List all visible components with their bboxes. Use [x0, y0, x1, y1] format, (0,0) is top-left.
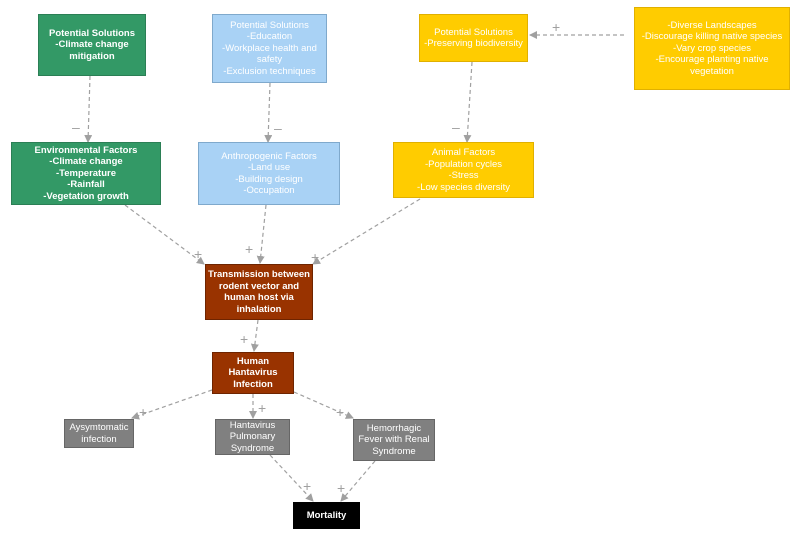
transmission-box[interactable]: Transmission between rodent vector and h… [205, 264, 313, 320]
edge-anthropogenic-to-transmission [256, 204, 267, 264]
node-text-line: Hantavirus [229, 419, 276, 431]
edge-polarity-sign: – [274, 120, 282, 136]
edge-climate-solution-to-environmental-factors [84, 75, 93, 143]
edge-polarity-sign: + [139, 404, 147, 420]
edge-polarity-sign: + [311, 249, 319, 265]
node-text-line: -Preserving biodiversity [424, 38, 523, 49]
node-text-line: Syndrome [230, 442, 275, 454]
edge-polarity-sign: + [337, 480, 345, 496]
node-text-line: Animal Factors [431, 147, 496, 158]
node-text-line: human host via [224, 292, 294, 303]
node-text-line: Syndrome [372, 445, 416, 457]
edge-polarity-sign: + [240, 331, 248, 347]
edge-polarity-sign: + [552, 19, 560, 35]
node-text-line: Aysymtomatic [69, 422, 129, 433]
node-text-line: -Discourage killing native species [641, 31, 783, 43]
node-text-line: rodent vector and [218, 280, 300, 292]
node-text-line: Anthropogenic Factors [221, 150, 317, 162]
edge-polarity-sign: + [245, 241, 253, 257]
node-text-line: mitigation [69, 50, 115, 62]
node-text-line: -Population cycles [424, 158, 503, 170]
node-text-line: -Vary crop species [673, 42, 751, 54]
edge-animal-to-transmission [312, 198, 421, 265]
edge-environmental-to-transmission [124, 204, 205, 265]
node-text-line: -Education [246, 31, 293, 43]
node-text-line: Mortality [306, 509, 347, 521]
edge-infection-to-renal-syndrome [293, 391, 354, 419]
edge-polarity-sign: + [258, 400, 266, 416]
node-text-line: -Climate change [55, 39, 129, 51]
edge-pulmonary-syndrome-to-mortality [269, 454, 314, 502]
node-text-line: Hemorrhagic [366, 422, 422, 434]
human-infection-box[interactable]: Human Hantavirus Infection [212, 352, 294, 394]
node-text-line: -Stress [448, 170, 479, 181]
node-text-line: -Vegetation growth [43, 190, 129, 202]
node-text-line: -Exclusion techniques [223, 65, 316, 77]
node-text-line: Potential Solutions [48, 27, 136, 39]
node-text-line: Potential Solutions [230, 19, 309, 31]
node-text-line: -Occupation [243, 185, 295, 196]
node-text-line: Human [236, 355, 270, 367]
edge-education-solution-to-anthropogenic-factors [264, 82, 273, 143]
edge-transmission-to-infection [250, 319, 259, 352]
node-text-line: safety [256, 54, 283, 66]
asymptomatic-infection-box[interactable]: Aysymtomatic infection [64, 419, 134, 448]
renal-syndrome-box[interactable]: Hemorrhagic Fever with Renal Syndrome [353, 419, 435, 461]
node-text-line: -Temperature [55, 167, 116, 179]
edge-infection-to-asymptomatic [131, 389, 213, 420]
node-text-line: infection [81, 433, 117, 445]
environmental-factors-box[interactable]: Environmental Factors -Climate change -T… [11, 142, 161, 205]
edge-polarity-sign: + [303, 478, 311, 494]
potential-solutions-education-box[interactable]: Potential Solutions -Education -Workplac… [212, 14, 327, 83]
mortality-box[interactable]: Mortality [293, 502, 360, 529]
node-text-line: -Encourage planting native [655, 54, 769, 66]
pulmonary-syndrome-box[interactable]: Hantavirus Pulmonary Syndrome [215, 419, 290, 455]
node-text-line: -Diverse Landscapes [667, 19, 757, 31]
node-text-line: -Low species diversity [417, 181, 510, 193]
edge-polarity-sign: + [194, 246, 202, 262]
node-text-line: vegetation [690, 65, 734, 77]
potential-solutions-biodiversity-box[interactable]: Potential Solutions -Preserving biodiver… [419, 14, 528, 62]
edge-polarity-sign: + [336, 404, 344, 420]
node-text-line: Potential Solutions [434, 26, 513, 38]
node-text-line: -Building design [235, 173, 303, 185]
node-text-line: Environmental Factors [34, 144, 138, 156]
edge-polarity-sign: – [452, 119, 460, 135]
node-text-line: -Climate change [49, 156, 123, 168]
node-text-line: -Workplace health and [222, 42, 317, 54]
edge-biodiversity-solution-to-animal-factors [463, 61, 473, 143]
node-text-line: Infection [233, 378, 273, 390]
node-text-line: Fever with Renal [358, 434, 430, 446]
node-text-line: Pulmonary [229, 431, 276, 443]
node-text-line: -Rainfall [67, 179, 105, 191]
animal-factors-box[interactable]: Animal Factors -Population cycles -Stres… [393, 142, 534, 198]
edge-renal-syndrome-to-mortality [340, 460, 376, 502]
landscape-strategies-box[interactable]: -Diverse Landscapes -Discourage killing … [634, 7, 790, 90]
node-text-line: inhalation [236, 303, 282, 315]
edge-polarity-sign: – [72, 119, 80, 135]
node-text-line: Hantavirus [228, 367, 278, 379]
potential-solutions-climate-box[interactable]: Potential Solutions -Climate change miti… [38, 14, 146, 76]
node-text-line: Transmission between [208, 269, 310, 280]
node-text-line: -Land use [247, 162, 291, 173]
anthropogenic-factors-box[interactable]: Anthropogenic Factors -Land use -Buildin… [198, 142, 340, 205]
